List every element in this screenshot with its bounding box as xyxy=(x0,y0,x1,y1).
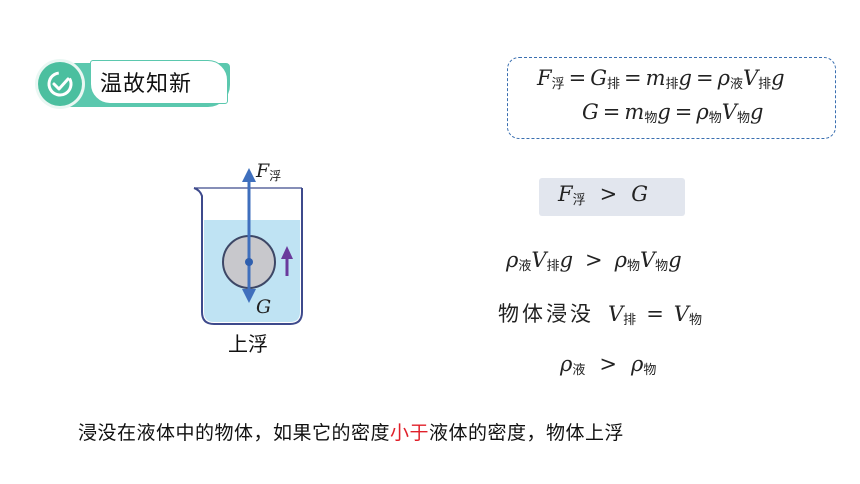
gravity-formula: G=m物g=ρ物V物g xyxy=(582,100,764,126)
density-comparison: ρ液>ρ物 xyxy=(560,352,657,378)
conclusion-highlight: 小于 xyxy=(390,422,430,444)
rising-arrowhead xyxy=(281,246,293,259)
gravity-arrowhead xyxy=(242,289,256,303)
check-circle-icon xyxy=(38,62,82,106)
density-weight-comparison: ρ液V排g>ρ物V物g xyxy=(506,248,682,274)
buoyancy-label: F浮 xyxy=(256,160,282,183)
formula-box xyxy=(507,57,836,139)
gravity-label: G xyxy=(256,296,272,318)
conclusion-text: 浸没在液体中的物体，如果它的密度小于液体的密度，物体上浮 xyxy=(78,422,625,444)
buoyancy-formula: F浮=G排=m排g=ρ液V排g xyxy=(537,66,785,92)
beaker-outline xyxy=(193,187,303,325)
diagram-caption: 上浮 xyxy=(228,332,268,356)
beaker-diagram xyxy=(193,168,303,325)
force-comparison: F浮>G xyxy=(558,182,648,208)
buoyancy-arrowhead xyxy=(242,168,256,182)
comparison-highlight xyxy=(539,178,685,216)
section-badge-card xyxy=(90,60,228,104)
center-point xyxy=(245,258,253,266)
section-title: 温故知新 xyxy=(100,72,193,97)
